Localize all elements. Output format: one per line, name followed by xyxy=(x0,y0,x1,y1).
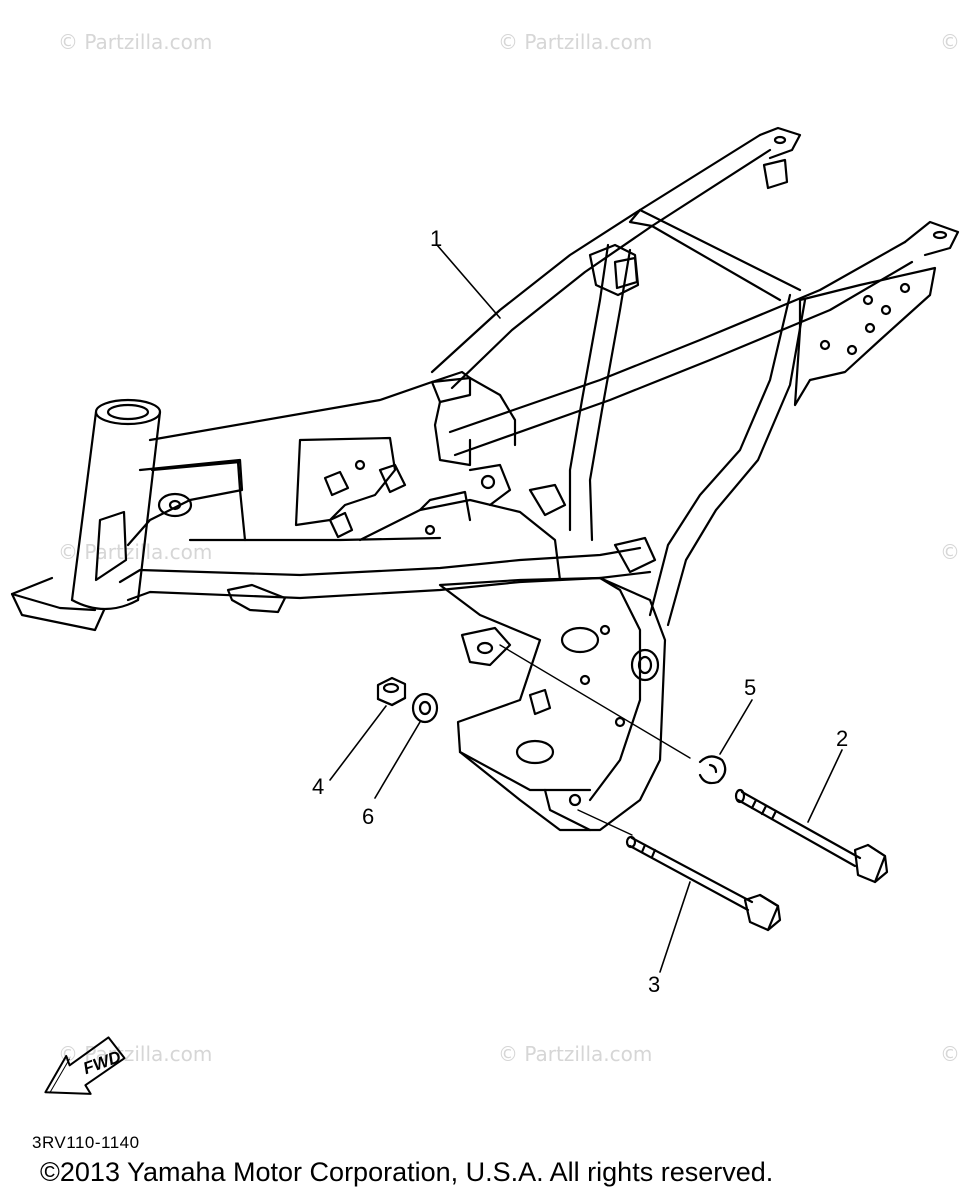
leader-line-5 xyxy=(719,699,753,755)
bolt-part-2 xyxy=(734,788,889,884)
leader-line-2 xyxy=(807,749,843,823)
gusset xyxy=(126,458,244,547)
pivot-plate xyxy=(438,576,667,832)
rear-cross-member xyxy=(638,208,802,292)
callout-1: 1 xyxy=(430,226,443,251)
leader-line-1 xyxy=(436,244,501,319)
watermark-top-right: © xyxy=(940,30,960,54)
callout-3: 3 xyxy=(648,972,661,997)
callout-5: 5 xyxy=(744,675,757,700)
diagram-code: 3RV110-1140 xyxy=(32,1133,140,1152)
left-upper-rail xyxy=(430,133,762,374)
right-rear-rail xyxy=(448,240,907,434)
lower-frame-tube xyxy=(118,546,642,584)
bolt-part-3 xyxy=(625,835,782,932)
main-tube-bottom xyxy=(150,460,242,472)
head-pipe xyxy=(10,398,162,632)
clip-part-5 xyxy=(698,755,727,785)
callout-6: 6 xyxy=(362,804,375,829)
leader-line-4 xyxy=(329,705,387,781)
left-seat-stay xyxy=(568,243,610,532)
nut-part-4 xyxy=(376,676,407,707)
fwd-arrow-icon: FWD xyxy=(44,1036,126,1095)
bolt-axis-line xyxy=(499,644,691,759)
watermark-mid-right: © xyxy=(940,540,960,564)
watermark-top-center: © Partzilla.com xyxy=(498,30,653,54)
frame-part-1 xyxy=(10,126,960,832)
watermark-top-left: © Partzilla.com xyxy=(58,30,213,54)
washer-part-6 xyxy=(411,692,439,724)
clip-bracket xyxy=(460,626,512,667)
lower-bracket xyxy=(226,583,287,614)
engine-hanger-left xyxy=(294,436,397,527)
leader-line-3 xyxy=(659,881,691,973)
leader-line-6 xyxy=(374,721,421,799)
rear-bracket xyxy=(793,266,937,407)
callout-4: 4 xyxy=(312,774,325,799)
copyright-notice: ©2013 Yamaha Motor Corporation, U.S.A. A… xyxy=(40,1157,774,1187)
right-seat-stay xyxy=(648,293,792,617)
main-tube-top xyxy=(148,376,472,442)
watermark-bottom-center: © Partzilla.com xyxy=(498,1042,653,1066)
tank-mount xyxy=(588,243,640,297)
center-mount-plate xyxy=(358,498,562,582)
callout-2: 2 xyxy=(836,726,849,751)
watermark-mid-left: © Partzilla.com xyxy=(58,540,213,564)
watermark-bottom-right: © xyxy=(940,1042,960,1066)
